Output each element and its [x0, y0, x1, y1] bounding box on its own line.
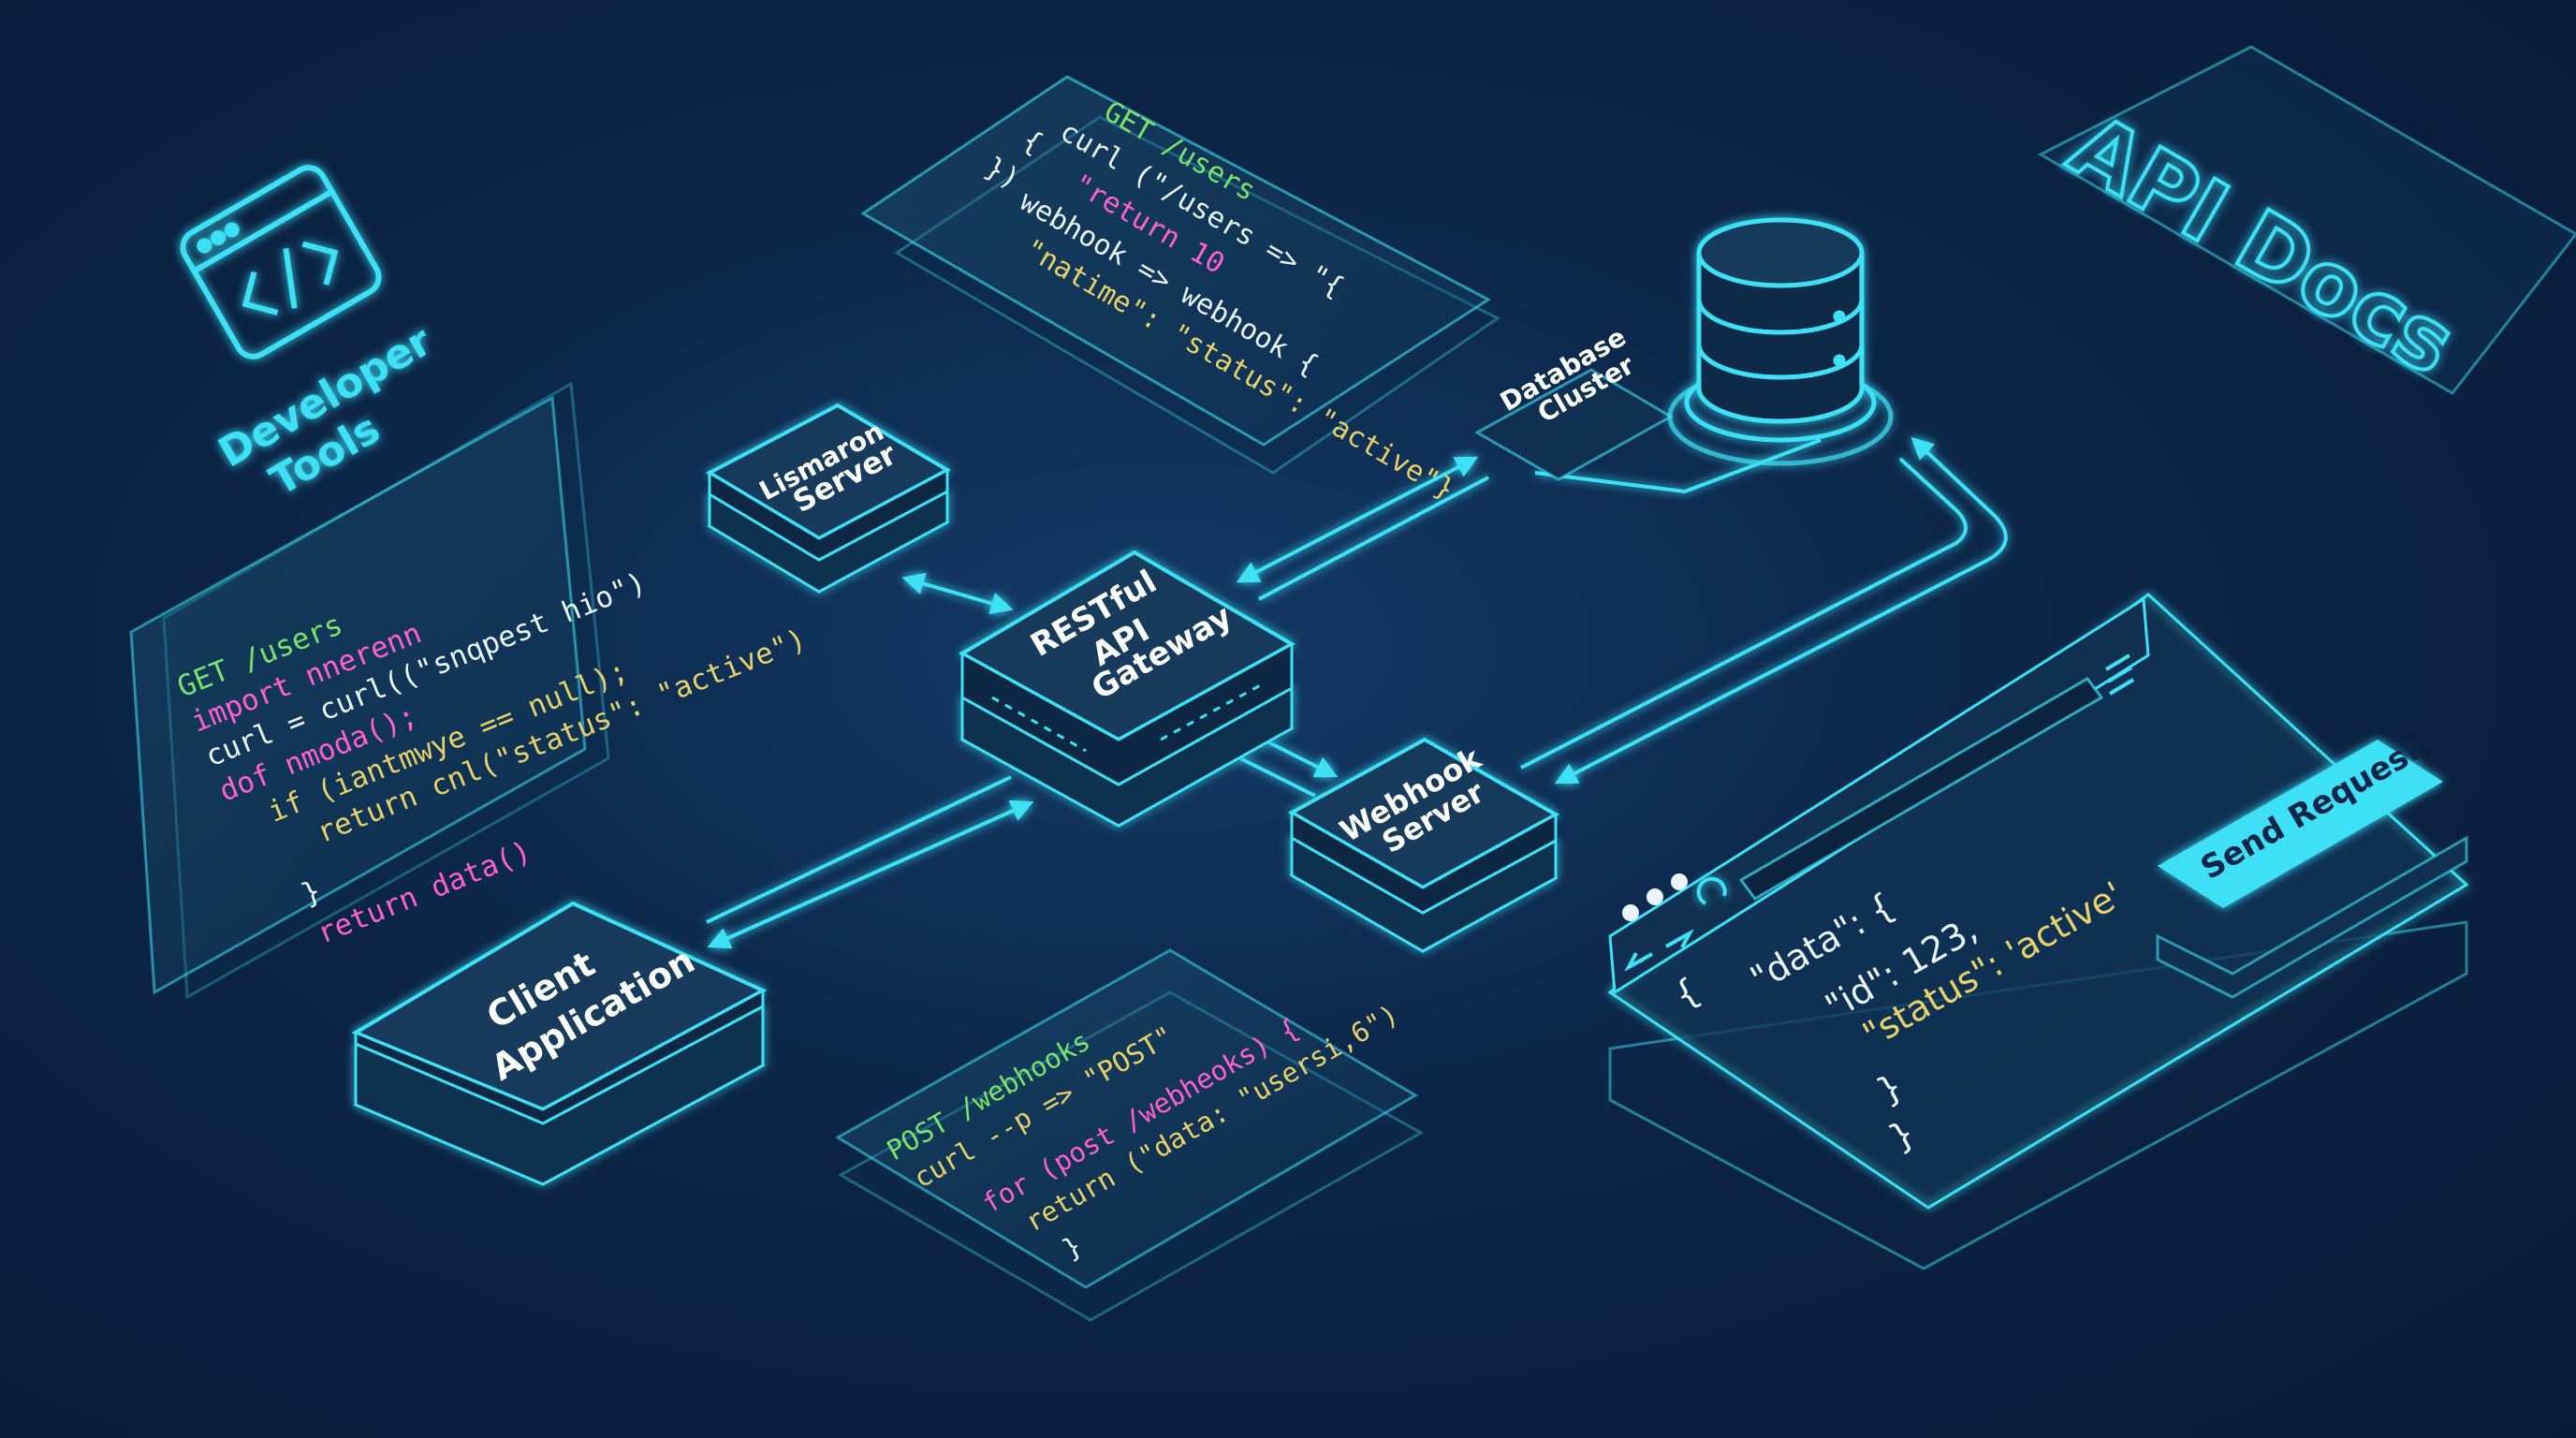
- arrow-left-icon[interactable]: [1624, 952, 1653, 972]
- api-docs-brand: API Docs: [2037, 45, 2576, 396]
- database-cluster: Database Cluster: [1473, 217, 1894, 481]
- reload-icon[interactable]: [1696, 876, 1727, 905]
- code-panel-top: GET /users curl ("/users => "{ { "return…: [860, 75, 1500, 506]
- arrow-right-icon[interactable]: [1665, 929, 1694, 948]
- node-api-gateway: RESTful API Gateway: [958, 550, 1296, 828]
- connector-gateway-client-a: [707, 800, 1034, 949]
- connector-db-pedestal: [1534, 438, 1822, 494]
- code-window-icon: [180, 165, 382, 360]
- connector-gateway-client-b: [706, 775, 1012, 924]
- node-webhook-server: Webhook Server: [1287, 737, 1560, 953]
- browser-address-bar: [1738, 677, 2104, 901]
- connector-gateway-db-a: [1236, 456, 1479, 583]
- node-auth-server: Lismaron Server: [705, 403, 952, 594]
- connector-webhook-db-loop-b: [1520, 457, 1968, 770]
- browser-dot-1: [1622, 904, 1639, 921]
- hamburger-menu-icon[interactable]: [2104, 653, 2135, 696]
- code-panel-left: GET /users import nnerenn curl = curl(("…: [129, 381, 811, 1000]
- connector-gateway-auth: [901, 572, 1014, 615]
- database-cylinder-icon: [1667, 217, 1894, 466]
- node-client-application: Client Application: [351, 901, 768, 1186]
- browser-dot-3: [1671, 873, 1688, 890]
- developer-tools-brand: Developer Tools: [180, 165, 440, 506]
- api-docs-plate: [2037, 45, 2576, 395]
- browser-window: { "data": { "id": 123, "status": 'active…: [1607, 593, 2469, 1270]
- connector-lines: [706, 436, 2008, 949]
- code-panel-bottom: POST /webhooks curl --p => "POST" for (p…: [835, 948, 1425, 1322]
- connector-gateway-db-b: [1258, 476, 1489, 601]
- browser-dot-2: [1647, 888, 1663, 905]
- connector-webhook-db-loop: [1554, 436, 2008, 785]
